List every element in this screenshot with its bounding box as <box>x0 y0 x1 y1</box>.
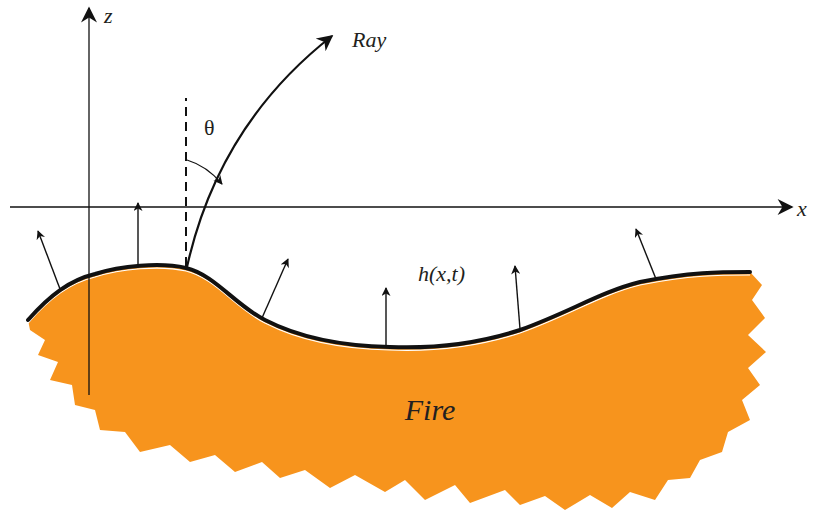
fire-fill <box>28 265 766 510</box>
angle-label: θ <box>204 116 215 140</box>
normal-arrow <box>38 231 60 289</box>
normal-arrow <box>636 229 656 279</box>
normal-arrow <box>385 288 386 347</box>
axis-label: z <box>104 4 113 28</box>
axis-label: x <box>797 197 807 221</box>
normal-arrow <box>262 259 288 318</box>
height-label: h(x,t) <box>418 262 465 286</box>
fire-shape <box>25 260 770 521</box>
vertical-reference <box>185 98 187 266</box>
ray-label: Ray <box>352 28 386 52</box>
region-label: Fire <box>405 393 456 427</box>
fire-front-curve <box>28 265 750 347</box>
fire-region: Fire <box>25 260 770 521</box>
angle-arc <box>187 160 222 184</box>
z-axis <box>88 8 89 395</box>
x-axis <box>10 206 792 207</box>
ray-arrow <box>187 36 332 267</box>
normal-arrow <box>137 203 138 265</box>
normal-arrow <box>515 266 520 329</box>
